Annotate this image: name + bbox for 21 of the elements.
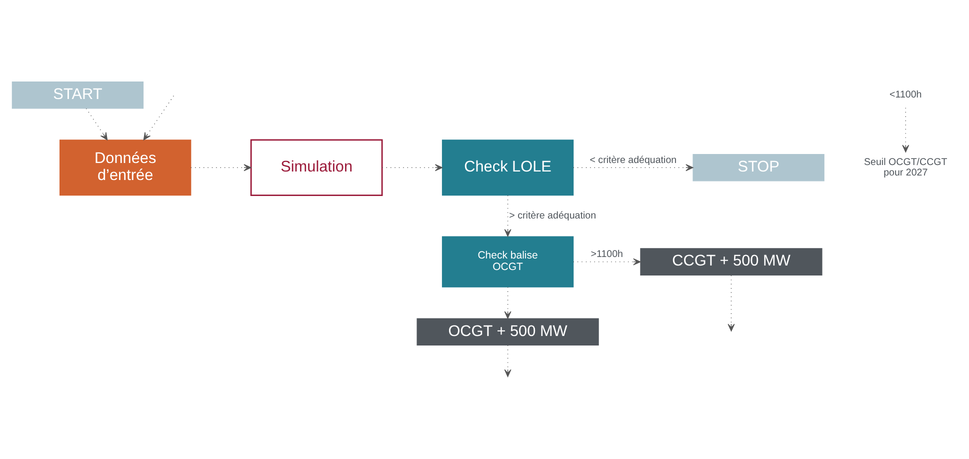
node-box: START [12,81,144,109]
edge-label: > critère adéquation [509,210,596,222]
arrow [504,286,512,319]
node-box: CCGT + 500 MW [640,248,822,276]
edge-label: >1100h [590,249,624,260]
arrow [504,195,512,237]
arrow [902,108,910,152]
node-box: OCGT + 500 MW [416,318,599,346]
edge-label: < critère adéquation [590,154,677,166]
arrow [572,258,641,266]
node-box: Données d’entrée [60,140,192,196]
arrow [573,164,694,172]
node-text: Seuil OCGT/CCGT pour 2027 [864,156,948,178]
node-box: Simulation [250,139,383,196]
node-box: Check balise OCGT [442,236,574,288]
arrow [86,108,108,140]
arrow [382,164,443,172]
node-text: <1100h [890,90,922,101]
arrow [190,164,252,172]
node-box: STOP [692,154,824,182]
node-box: Check LOLE [442,140,574,196]
